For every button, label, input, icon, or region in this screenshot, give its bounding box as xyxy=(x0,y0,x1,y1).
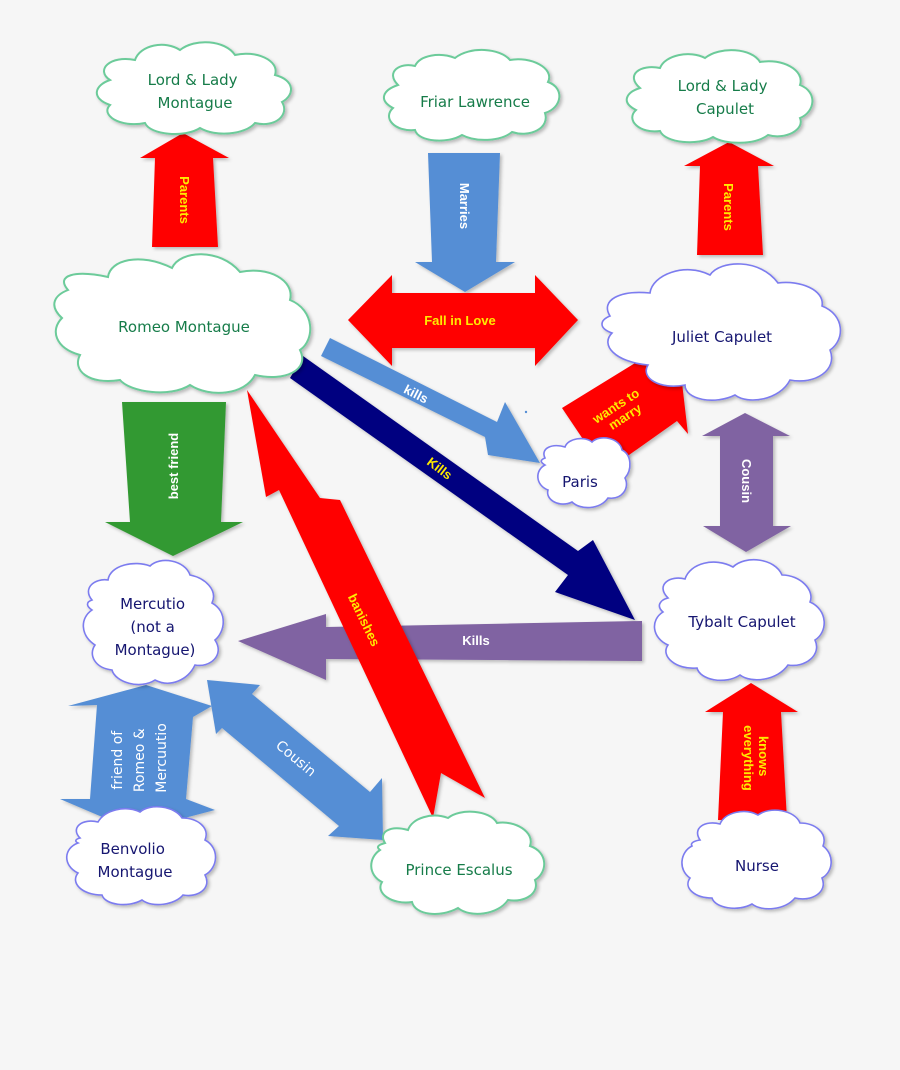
label-parents-montague: Parents xyxy=(177,176,192,224)
node-lord-lady-montague[interactable]: Lord & Lady Montague xyxy=(95,41,292,135)
node-tybalt[interactable]: Tybalt Capulet xyxy=(653,559,825,682)
arrow-best-friend: best friend xyxy=(105,402,243,556)
label-parents-capulet: Parents xyxy=(721,183,736,231)
arrow-fall-in-love: Fall in Love xyxy=(348,275,578,366)
label-paris: Paris xyxy=(562,473,598,491)
arrow-benvolio-friend: friend of Romeo & Mercuutio xyxy=(60,685,215,831)
label-lord-lady-montague: Lord & Lady Montague xyxy=(148,71,243,112)
label-kills-mercutio: Kills xyxy=(462,633,489,648)
label-fall-in-love: Fall in Love xyxy=(424,313,496,328)
stray-dot xyxy=(524,410,528,414)
label-friar-lawrence: Friar Lawrence xyxy=(420,93,530,111)
label-benvolio-friend: friend of Romeo & Mercuutio xyxy=(110,723,170,793)
arrow-cousin-mercutio-prince: Cousin xyxy=(207,680,383,840)
arrow-banishes: banishes xyxy=(247,390,485,818)
node-romeo[interactable]: Romeo Montague xyxy=(53,253,312,394)
label-tybalt: Tybalt Capulet xyxy=(687,613,795,631)
label-cousin-juliet-tybalt: Cousin xyxy=(739,459,754,503)
node-paris[interactable]: Paris xyxy=(537,437,631,509)
label-romeo: Romeo Montague xyxy=(118,318,250,336)
label-benvolio: Benvolio Montague xyxy=(98,840,173,881)
arrow-romeo-parents: Parents xyxy=(140,133,229,247)
arrow-nurse-knows: knows everything xyxy=(705,683,798,820)
node-lord-lady-capulet[interactable]: Lord & Lady Capulet xyxy=(625,49,814,144)
arrow-tybalt-kills-mercutio: Kills xyxy=(238,614,642,680)
label-lord-lady-capulet: Lord & Lady Capulet xyxy=(678,77,773,118)
node-nurse[interactable]: Nurse xyxy=(681,809,832,910)
arrow-juliet-parents: Parents xyxy=(684,142,774,255)
label-prince: Prince Escalus xyxy=(405,861,512,879)
node-mercutio[interactable]: Mercutio (not a Montague) xyxy=(82,559,225,686)
label-marries: Marries xyxy=(457,183,472,229)
label-nurse-knows: knows everything xyxy=(741,725,771,791)
node-juliet[interactable]: Juliet Capulet xyxy=(601,263,842,401)
arrow-marries: Marries xyxy=(415,153,515,292)
label-juliet: Juliet Capulet xyxy=(671,328,772,346)
label-mercutio: Mercutio (not a Montague) xyxy=(115,595,196,659)
node-benvolio[interactable]: Benvolio Montague xyxy=(65,805,217,906)
label-best-friend: best friend xyxy=(166,433,181,500)
node-friar-lawrence[interactable]: Friar Lawrence xyxy=(383,48,561,142)
node-prince[interactable]: Prince Escalus xyxy=(370,810,546,915)
label-nurse: Nurse xyxy=(735,857,779,875)
arrow-cousin-juliet-tybalt: Cousin xyxy=(702,413,791,552)
